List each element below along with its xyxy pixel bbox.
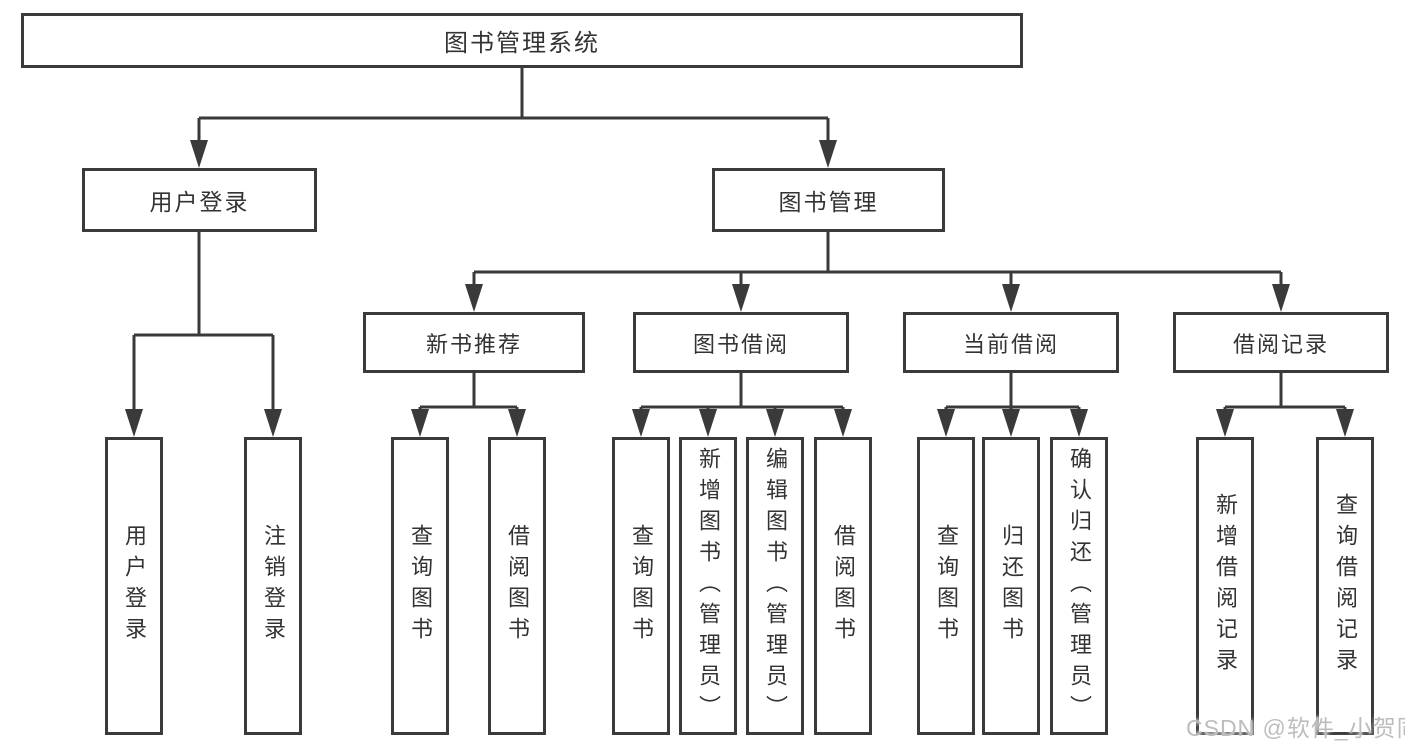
- node-book-borrowing: 图书借阅: [633, 312, 849, 373]
- leaf-logout-login: 注销登录: [244, 437, 302, 735]
- leaf-records-add-borrow-record: 新增借阅记录: [1196, 437, 1254, 735]
- connector-book-management-to-level3: [472, 232, 1283, 290]
- connector-user-login-to-leaves: [132, 232, 275, 415]
- leaf-current-query-books: 查询图书: [917, 437, 975, 735]
- leaf-records-query-borrow-record: 查询借阅记录: [1316, 437, 1374, 735]
- leaf-current-return-books: 归还图书: [982, 437, 1040, 735]
- watermark: CSDN @软件_小贺同学: [1186, 715, 1405, 741]
- leaf-current-confirm-return-admin: 确认归还（管理员）: [1050, 437, 1108, 735]
- node-current-borrowing: 当前借阅: [903, 312, 1119, 373]
- node-root: 图书管理系统: [21, 13, 1023, 68]
- connector-new-book-recommend-to-leaves: [418, 373, 519, 415]
- leaf-borrowing-edit-books-admin: 编辑图书（管理员）: [746, 437, 804, 735]
- connector-root-to-level2: [197, 68, 830, 146]
- leaf-borrowing-add-books-admin: 新增图书（管理员）: [679, 437, 737, 735]
- node-borrowing-records: 借阅记录: [1173, 312, 1389, 373]
- connector-borrowing-records-to-leaves: [1223, 373, 1347, 415]
- node-user-login-branch: 用户登录: [82, 168, 317, 232]
- arrowheads: [125, 140, 1354, 437]
- leaf-recommend-query-books: 查询图书: [391, 437, 449, 735]
- leaf-recommend-borrow-books: 借阅图书: [488, 437, 546, 735]
- connector-current-borrowing-to-leaves: [944, 373, 1081, 415]
- leaf-borrowing-borrow-books: 借阅图书: [814, 437, 872, 735]
- connector-book-borrowing-to-leaves: [639, 373, 845, 415]
- node-new-book-recommend: 新书推荐: [363, 312, 585, 373]
- node-book-management: 图书管理: [712, 168, 945, 232]
- leaf-borrowing-query-books: 查询图书: [612, 437, 670, 735]
- leaf-user-login: 用户登录: [105, 437, 163, 735]
